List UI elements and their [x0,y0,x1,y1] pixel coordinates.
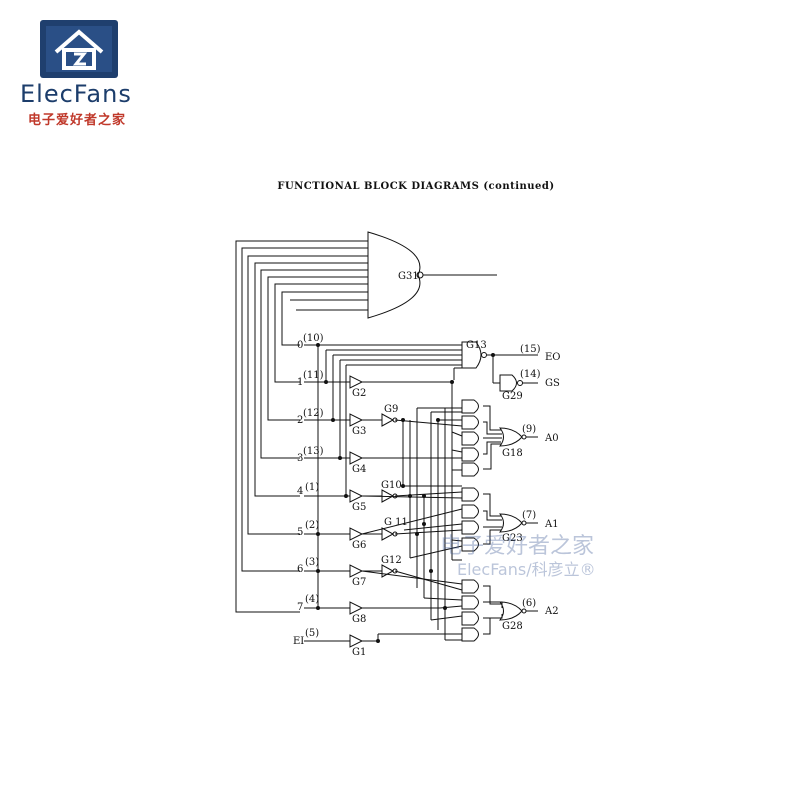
buffer-g6 [349,527,364,541]
gate-label-g8: G8 [352,614,366,625]
gate-label-g28: G28 [502,621,523,632]
inverter-g11 [381,527,395,541]
gate-label-g10: G10 [381,480,402,491]
buffer-g3 [349,413,364,427]
gate-g31 [367,231,421,319]
buffer-g4 [349,451,364,465]
elecfans-logo-icon [40,20,118,78]
output-label-a0: A0 [544,433,559,444]
gate-label-g11: G 11 [384,517,408,528]
buffer-g1 [349,634,364,648]
input-pin-1: (11) [303,370,324,381]
input-label-4: 4 [297,486,303,497]
output-pin-a2: (6) [522,598,536,609]
input-label-2: 2 [297,415,303,426]
input-label-3: 3 [297,453,303,464]
gate-label-g6: G6 [352,540,366,551]
input-pin-ei: (5) [305,628,319,639]
gate-g28 [498,601,523,621]
buffer-g2 [349,375,364,389]
inverter-g9 [381,413,395,427]
gate-label-g1: G1 [352,647,366,658]
gate-g13 [461,341,482,369]
output-label-a2: A2 [544,606,559,617]
gate-label-g9: G9 [384,404,398,415]
watermark-line2: ElecFans/科彦立® [457,560,596,579]
buffer-g8 [349,601,364,615]
input-pin-6: (3) [305,557,319,568]
input-label-ei: EI [293,636,304,647]
input-label-0: 0 [297,340,303,351]
gate-label-g7: G7 [352,577,366,588]
output-pin-eo: (15) [520,344,541,355]
input-label-1: 1 [297,377,303,388]
logo-brand: ElecFans [20,80,132,108]
output-label-a1: A1 [544,519,559,530]
gate-label-g29: G29 [502,391,523,402]
output-label-eo: EO [545,352,561,363]
input-pin-0: (10) [303,333,324,344]
output-pin-a1: (7) [522,510,536,521]
gate-label-g12: G12 [381,555,402,566]
gate-label-g2: G2 [352,388,366,399]
input-label-7: 7 [297,602,303,613]
logo-subtitle: 电子爱好者之家 [28,113,127,128]
input-pin-2: (12) [303,408,324,419]
buffer-g7 [349,564,364,578]
diagram-title: FUNCTIONAL BLOCK DIAGRAMS (continued) [277,181,555,192]
input-label-6: 6 [297,564,303,575]
gate-label-g13: G13 [466,340,487,351]
output-label-gs: GS [545,378,560,389]
gate-label-g31: G31 [398,271,419,282]
input-pin-4: (1) [305,482,319,493]
gate-label-g5: G5 [352,502,366,513]
watermark-line1: 电子爱好者之家 [440,534,595,559]
input-pin-5: (2) [305,520,319,531]
output-pin-a0: (9) [522,424,536,435]
gate-label-g4: G4 [352,464,366,475]
gate-label-g3: G3 [352,426,366,437]
gate-g29 [499,374,517,392]
output-pin-gs: (14) [520,369,541,380]
buffer-g5 [349,489,364,503]
input-pin-7: (4) [305,594,319,605]
input-pin-3: (13) [303,446,324,457]
gate-label-g18: G18 [502,448,523,459]
gate-g23 [498,513,523,533]
gate-g18 [498,427,523,447]
gate-label-g23: G23 [502,533,523,544]
input-label-5: 5 [297,527,303,538]
